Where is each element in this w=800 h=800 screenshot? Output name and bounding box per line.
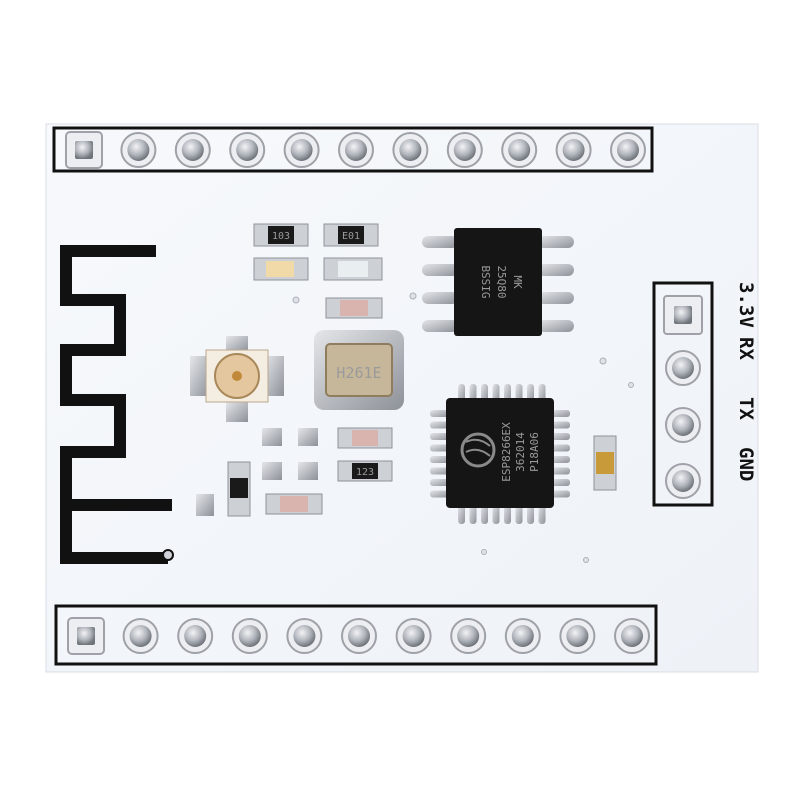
mcu-lead (481, 384, 488, 402)
flash-lead (538, 320, 574, 332)
mcu-lead (550, 433, 570, 440)
mcu-lead (527, 504, 534, 524)
bottom-header-pin (67, 617, 105, 655)
bottom-header-pin (177, 618, 214, 654)
mcu-lead (430, 421, 450, 429)
bottom-pin-header (54, 604, 658, 666)
bottom-header-pin (614, 618, 650, 654)
flash-marking-1: MK (511, 275, 524, 289)
flash-lead (422, 236, 458, 248)
serial-pin-header (652, 281, 714, 507)
pin-label-gnd: GND (735, 447, 757, 481)
flash-lead (422, 320, 458, 332)
capacitor-c1 (325, 297, 383, 319)
top-header-pin (446, 132, 483, 168)
top-header-pin (229, 132, 266, 168)
mcu-lead (492, 504, 500, 524)
pcb-meander-antenna-icon (60, 245, 174, 564)
mcu-lead (458, 384, 465, 402)
mcu-lead (504, 504, 511, 524)
pin-label-tx: TX (735, 397, 757, 420)
top-pin-header (52, 126, 654, 173)
pin-label-3v3: 3.3V (735, 282, 757, 328)
bottom-header-pin (122, 618, 159, 654)
flash-lead (538, 236, 574, 248)
crystal-oscillator: H261E (314, 330, 404, 410)
mcu-lead (430, 467, 450, 475)
resistor-r1: 103 (253, 223, 309, 247)
mcu-lead (458, 504, 465, 524)
mcu-lead (538, 504, 546, 524)
pin-label-rx: RX (735, 337, 757, 360)
mcu-lead (550, 467, 570, 475)
top-header-pin (338, 132, 374, 168)
crystal-marking: H261E (336, 364, 381, 382)
mcu-lead (550, 490, 570, 498)
top-header-pin (120, 132, 157, 168)
mcu-lead (430, 479, 450, 486)
serial-pin-labels: 3.3V RX TX GND (735, 282, 757, 481)
ufl-connector-icon (190, 336, 284, 422)
mcu-lead (430, 456, 450, 463)
flash-memory-chip: MK 25Q80 BSSIG (422, 228, 574, 336)
flash-lead (538, 292, 574, 304)
mcu-lead (430, 490, 450, 498)
top-header-pin (283, 132, 320, 168)
passive-cluster: 123 (196, 427, 617, 517)
top-header-pin (501, 132, 538, 168)
bottom-header-pin (231, 618, 268, 654)
mcu-lead (430, 410, 450, 417)
mcu-marking-2: 362014 (514, 432, 527, 472)
top-header-pin (392, 132, 429, 168)
mcu-marking-1: ESP8266EX (500, 422, 513, 482)
mcu-lead (550, 444, 570, 452)
flash-lead (422, 292, 458, 304)
mcu-lead (550, 410, 570, 417)
top-header-pin (610, 132, 646, 168)
mcu-lead (469, 384, 477, 402)
bottom-header-pin (504, 618, 541, 654)
flash-marking-2: 25Q80 (495, 265, 508, 298)
mcu-lead (430, 444, 450, 452)
top-header-pin (174, 132, 211, 168)
mcu-lead (481, 504, 488, 524)
bottom-header-pin (286, 618, 323, 654)
bottom-header-pin (341, 618, 377, 654)
mcu-lead (504, 384, 511, 402)
flash-lead (538, 264, 574, 276)
mcu-lead (538, 384, 546, 402)
bottom-header-pin (395, 618, 432, 654)
mcu-lead (550, 456, 570, 463)
mcu-lead (550, 421, 570, 429)
mcu-lead (527, 384, 534, 402)
r3-marking: 123 (356, 467, 374, 478)
r2-marking: E01 (342, 231, 360, 242)
flash-lead (422, 264, 458, 276)
led-2 (323, 257, 383, 281)
vias (292, 292, 634, 563)
top-header-pin (65, 131, 103, 169)
led-1 (253, 257, 309, 281)
bottom-header-pin (559, 618, 596, 654)
flash-marking-3: BSSIG (479, 265, 492, 298)
mcu-lead (469, 504, 477, 524)
mcu-lead (515, 504, 523, 524)
espressif-logo-icon (460, 432, 496, 468)
r1-marking: 103 (272, 231, 290, 242)
mcu-lead (515, 384, 523, 402)
mcu-lead (550, 479, 570, 486)
resistor-r2: E01 (323, 223, 379, 247)
mcu-lead (430, 433, 450, 440)
esp8266ex-chip: ESP8266EX 362014 P18A06 (430, 384, 570, 524)
top-header-pin (555, 132, 592, 168)
mcu-lead (492, 384, 500, 402)
bottom-header-pin (450, 618, 487, 654)
mcu-marking-3: P18A06 (528, 432, 541, 472)
